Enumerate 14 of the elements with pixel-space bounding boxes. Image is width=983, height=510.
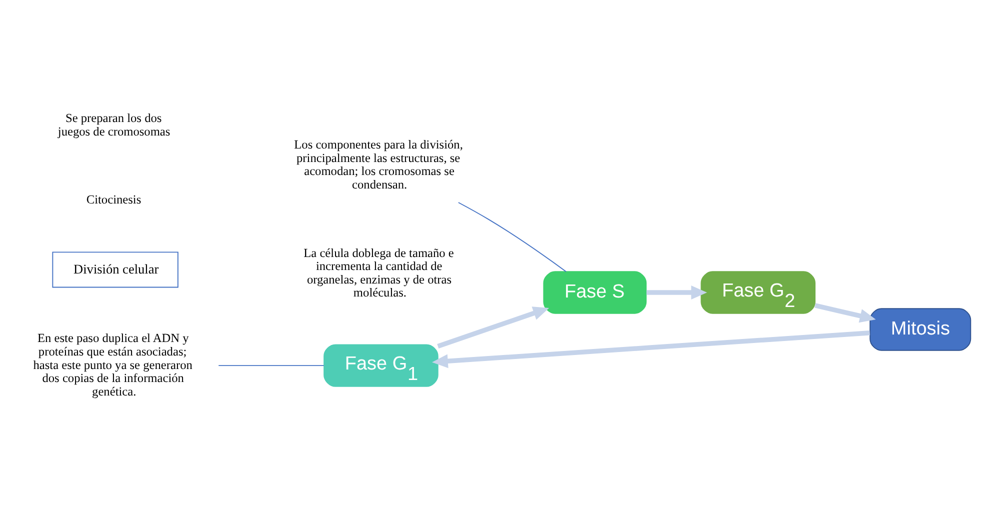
- node-text: Los componentes para la división, principalmente las estructuras, se acomodan; los cromosomas se condensan.: [294, 137, 463, 192]
- node-box: División celular: [52, 251, 178, 288]
- label: Citocinesis: [86, 192, 142, 206]
- label: Se preparan los dos juegos de cromosomas: [58, 110, 170, 138]
- arrow: [646, 285, 708, 299]
- node-label: La célula doblega de tamaño e incrementa la cantidad de organelas, enzimas y de otras moléculas.: [304, 245, 454, 300]
- arrow: [437, 306, 550, 348]
- connector: [218, 364, 324, 366]
- node-box: Mitosis: [870, 308, 972, 350]
- node-box: Fase S: [543, 270, 647, 314]
- arrow: [814, 302, 876, 322]
- arrow: [432, 330, 870, 368]
- connector: [458, 202, 567, 272]
- node-text: En este paso duplica el ADN y proteínas que están asociadas; hasta este punto ya se generaron dos copias de la información genética.: [33, 330, 192, 398]
